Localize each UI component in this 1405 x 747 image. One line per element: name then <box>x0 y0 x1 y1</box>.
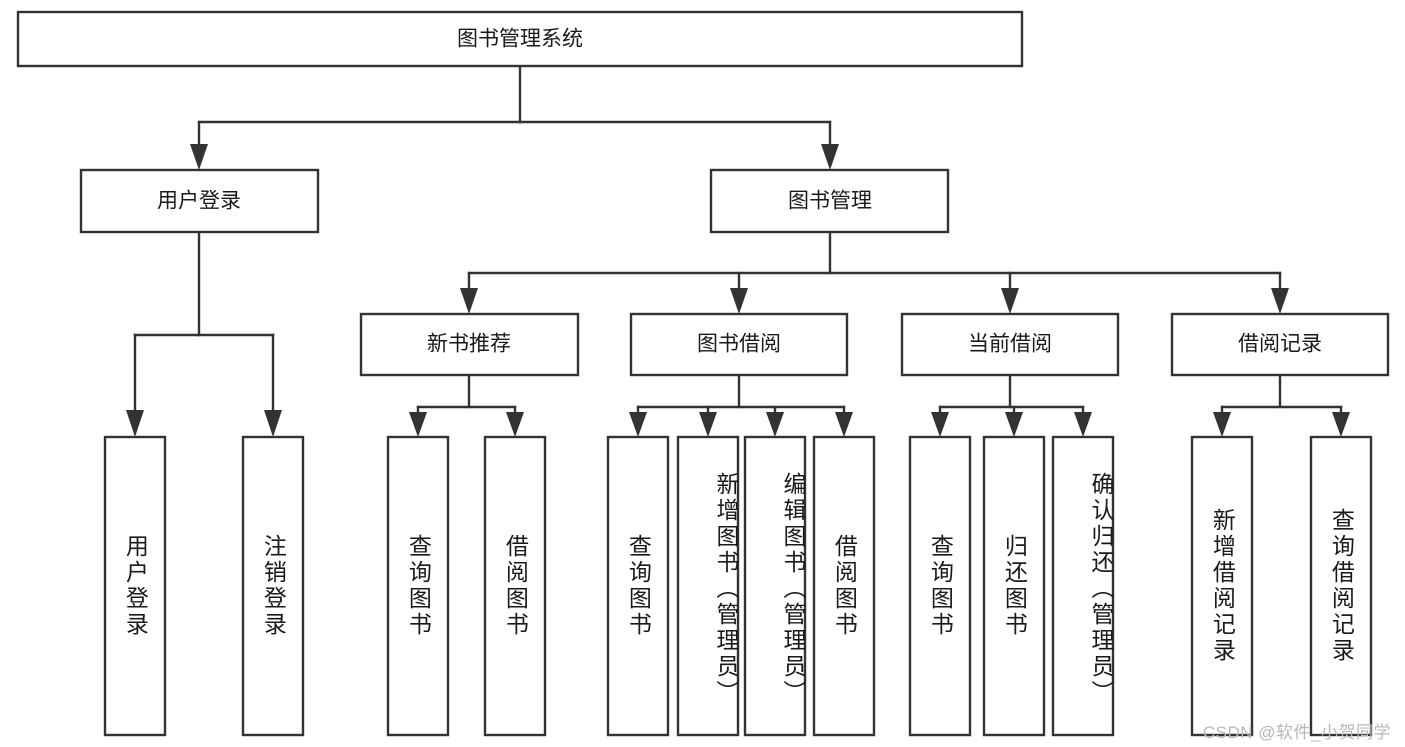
node-user-login-label: 用户登录 <box>157 190 241 213</box>
leaf-box-edit-book[interactable] <box>743 435 807 737</box>
arrow-to-current-borrow <box>1001 288 1019 314</box>
arrow-leaf-query-book-3 <box>931 412 949 437</box>
arrow-leaf-edit-book <box>766 412 784 437</box>
node-current-borrow-label: 当前借阅 <box>968 333 1052 356</box>
leaf-box-return-book[interactable] <box>982 435 1046 737</box>
arrow-leaf-query-book-1 <box>409 412 427 437</box>
arrow-leaf-user-login <box>126 410 144 437</box>
node-root-label: 图书管理系统 <box>457 28 583 51</box>
leaf-box-query-book-1[interactable] <box>386 435 450 737</box>
node-root-box[interactable] <box>16 10 1024 68</box>
edges-group <box>126 64 1350 437</box>
node-current-borrow-box[interactable] <box>900 312 1120 377</box>
node-new-book-recommend[interactable]: 新书推荐 <box>359 312 580 377</box>
arrow-leaf-confirm-return <box>1074 412 1092 437</box>
leaf-boxes-group <box>103 435 1373 737</box>
arrow-to-book-borrow <box>730 288 748 314</box>
arrow-leaf-add-record <box>1213 412 1231 437</box>
arrow-to-user-login <box>190 144 208 170</box>
leaf-box-add-book[interactable] <box>676 435 740 737</box>
csdn-watermark: CSDN @软件_小贺同学 <box>1202 723 1391 742</box>
arrow-leaf-return-book <box>1005 412 1023 437</box>
arrow-leaf-query-book-2 <box>629 412 647 437</box>
node-root[interactable]: 图书管理系统 <box>16 10 1024 68</box>
leaf-box-query-book-2[interactable] <box>606 435 670 737</box>
node-book-borrow-label: 图书借阅 <box>697 333 781 356</box>
node-borrow-record-label: 借阅记录 <box>1238 333 1322 356</box>
arrow-leaf-borrow-book-1 <box>506 412 524 437</box>
node-new-book-recommend-label: 新书推荐 <box>427 333 511 356</box>
arrow-to-borrow-record <box>1271 288 1289 314</box>
node-user-login[interactable]: 用户登录 <box>79 168 320 234</box>
arrow-to-book-manage <box>821 144 839 170</box>
node-book-manage[interactable]: 图书管理 <box>709 168 950 234</box>
leaf-box-query-book-3[interactable] <box>908 435 972 737</box>
arrow-leaf-logout <box>264 410 282 437</box>
arrow-leaf-add-book <box>699 412 717 437</box>
leaf-box-query-record[interactable] <box>1309 435 1373 737</box>
node-book-borrow-box[interactable] <box>629 312 849 377</box>
node-book-manage-label: 图书管理 <box>788 190 872 213</box>
leaf-box-borrow-book-2[interactable] <box>812 435 876 737</box>
node-book-manage-box[interactable] <box>709 168 950 234</box>
leaf-box-confirm-return[interactable] <box>1051 435 1115 737</box>
node-borrow-record[interactable]: 借阅记录 <box>1170 312 1390 377</box>
node-borrow-record-box[interactable] <box>1170 312 1390 377</box>
arrow-leaf-query-record <box>1332 412 1350 437</box>
leaf-box-add-record[interactable] <box>1190 435 1254 737</box>
node-user-login-box[interactable] <box>79 168 320 234</box>
node-current-borrow[interactable]: 当前借阅 <box>900 312 1120 377</box>
leaf-box-logout[interactable] <box>241 435 305 737</box>
arrow-leaf-borrow-book-2 <box>835 412 853 437</box>
node-book-borrow[interactable]: 图书借阅 <box>629 312 849 377</box>
leaf-box-borrow-book-1[interactable] <box>483 435 547 737</box>
leaf-box-user-login[interactable] <box>103 435 167 737</box>
arrow-to-new-book-rec <box>460 288 478 314</box>
node-new-book-recommend-box[interactable] <box>359 312 580 377</box>
